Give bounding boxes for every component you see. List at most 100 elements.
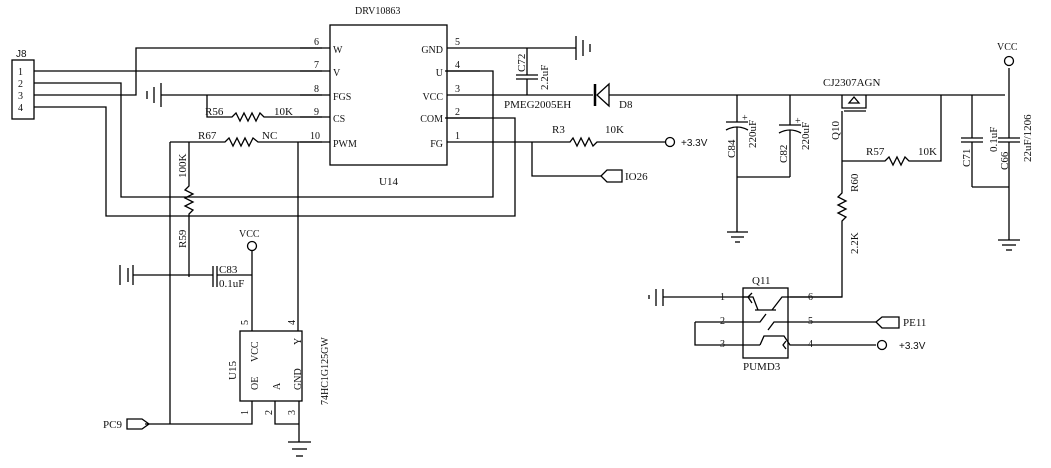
power-port-vcc-top: VCC [997,42,1018,67]
u15-pin-name: Y [293,338,304,345]
r60-value: 2.2K [849,232,861,254]
u14-ref: U14 [379,176,398,188]
polarity-plus-icon: + [795,116,801,127]
transistor-q11: Q11 PUMD3 1 2 3 4 5 6 [648,275,876,373]
r59-value: 100K [177,154,189,179]
capacitor-c66: C66 22uF/1206 [998,68,1034,240]
net-port-pc9: PC9 [103,418,151,431]
net-label-vcc: VCC [997,42,1018,53]
u14-pin-num: 7 [314,60,319,71]
r56-ref: R56 [205,106,224,118]
q11-pin-num: 3 [720,339,725,350]
u14-pin-num: 5 [455,37,460,48]
r67-ref: R67 [198,130,217,142]
r57-value: 10K [918,146,937,158]
u15-part: 74HC1G125GW [320,337,331,405]
q11-pin-num: 6 [808,292,813,303]
u15-pin-num: 3 [287,410,298,415]
ground-symbol-c84 [727,231,748,243]
u15-pin-name: VCC [250,341,261,362]
u14-pin-name: CS [333,114,345,125]
u14-pin-num: 8 [314,84,319,95]
j8-pin-1: 1 [18,67,23,78]
r3-value: 10K [605,124,624,136]
c72-value: 2.2uF [539,65,551,90]
capacitor-c84: + C84 220uF [725,95,759,232]
u14-pin-num: 1 [455,131,460,142]
r60-ref: R60 [849,173,861,192]
q11-pin-num: 4 [808,339,813,350]
u15-ref: U15 [227,361,239,380]
u15-pin-name: A [272,382,283,390]
mosfet-q10: CJ2307AGN Q10 [823,77,881,161]
resistor-r67: R67 NC [189,130,322,148]
ground-symbol-u15 [288,441,311,457]
u15-pin-num: 4 [287,320,298,325]
u14-pin-name: VCC [422,92,443,103]
ic-u15: OE VCC A GND Y U15 74HC1G125GW 5 4 1 2 3 [145,320,331,442]
capacitor-c71: C71 0.1uF [961,95,1000,187]
net-label-io26: IO26 [625,171,648,183]
diode-d8: PMEG2005EH D8 [504,82,1005,111]
j8-wires [34,47,516,217]
capacitor-c83: C83 0.1uF [119,264,252,290]
q11-part: PUMD3 [743,361,781,373]
r67-value: NC [262,130,277,142]
q11-pin-num: 2 [720,316,725,327]
power-port-vcc-u15: VCC [239,229,260,331]
r59-ref: R59 [177,229,189,248]
q11-pin-num: 1 [720,292,725,303]
u15-pin-name: GND [293,368,304,390]
resistor-r3: R3 10K [480,124,665,148]
u14-pin-name: V [333,68,341,79]
u14-part: DRV10863 [355,6,400,17]
u14-pin-num: 9 [314,107,319,118]
ground-symbol-u14 [480,36,591,60]
j8-pin-3: 3 [18,91,23,102]
capacitor-c72: C72 2.2uF [516,48,551,95]
resistor-r57: R57 10K [842,95,942,167]
q11-ref: Q11 [752,275,771,287]
net-label-3v3: +3.3V [681,138,708,149]
resistor-r59: 100K R59 [177,142,195,277]
u14-pin-name: U [436,68,444,79]
net-port-io26: IO26 [531,142,648,183]
c71-value: 0.1uF [988,127,1000,152]
net-label-pe11: PE11 [903,317,926,329]
q10-part: CJ2307AGN [823,77,881,89]
d8-part: PMEG2005EH [504,99,571,111]
c71-ref: C71 [961,149,973,167]
d8-ref: D8 [619,99,633,111]
power-port-3v3-r3: +3.3V [664,136,708,149]
u14-pin-num: 10 [310,131,320,142]
q11-pin-num: 5 [808,316,813,327]
net-label-pc9: PC9 [103,419,122,431]
c72-ref: C72 [516,54,528,72]
polarity-plus-icon: + [742,113,748,124]
u14-pin-num: 6 [314,37,319,48]
u14-pin-name: PWM [333,139,357,150]
u15-pin-num: 2 [264,410,275,415]
r3-ref: R3 [552,124,565,136]
j8-pin-2: 2 [18,79,23,90]
resistor-r56: R56 10K [205,95,322,123]
r57-ref: R57 [866,146,885,158]
r56-value: 10K [274,106,293,118]
u14-pin-name: GND [421,45,443,56]
j8-pin-4: 4 [18,103,23,114]
c83-value: 0.1uF [219,278,244,290]
u14-pin-name: W [333,45,343,56]
j8-ref: J8 [16,49,27,60]
c66-ref: C66 [999,151,1011,170]
connector-j8: J8 1 2 3 4 [11,49,35,120]
c82-value: 220uF [800,122,812,150]
c83-ref: C83 [219,264,238,276]
c84-value: 220uF [747,120,759,148]
u14-pin-name: COM [420,114,443,125]
u15-pin-num: 1 [240,410,251,415]
u14-pin-num: 2 [455,107,460,118]
c82-ref: C82 [778,145,790,163]
ground-symbol-fgs [146,83,322,107]
u14-pin-name: FG [430,139,443,150]
